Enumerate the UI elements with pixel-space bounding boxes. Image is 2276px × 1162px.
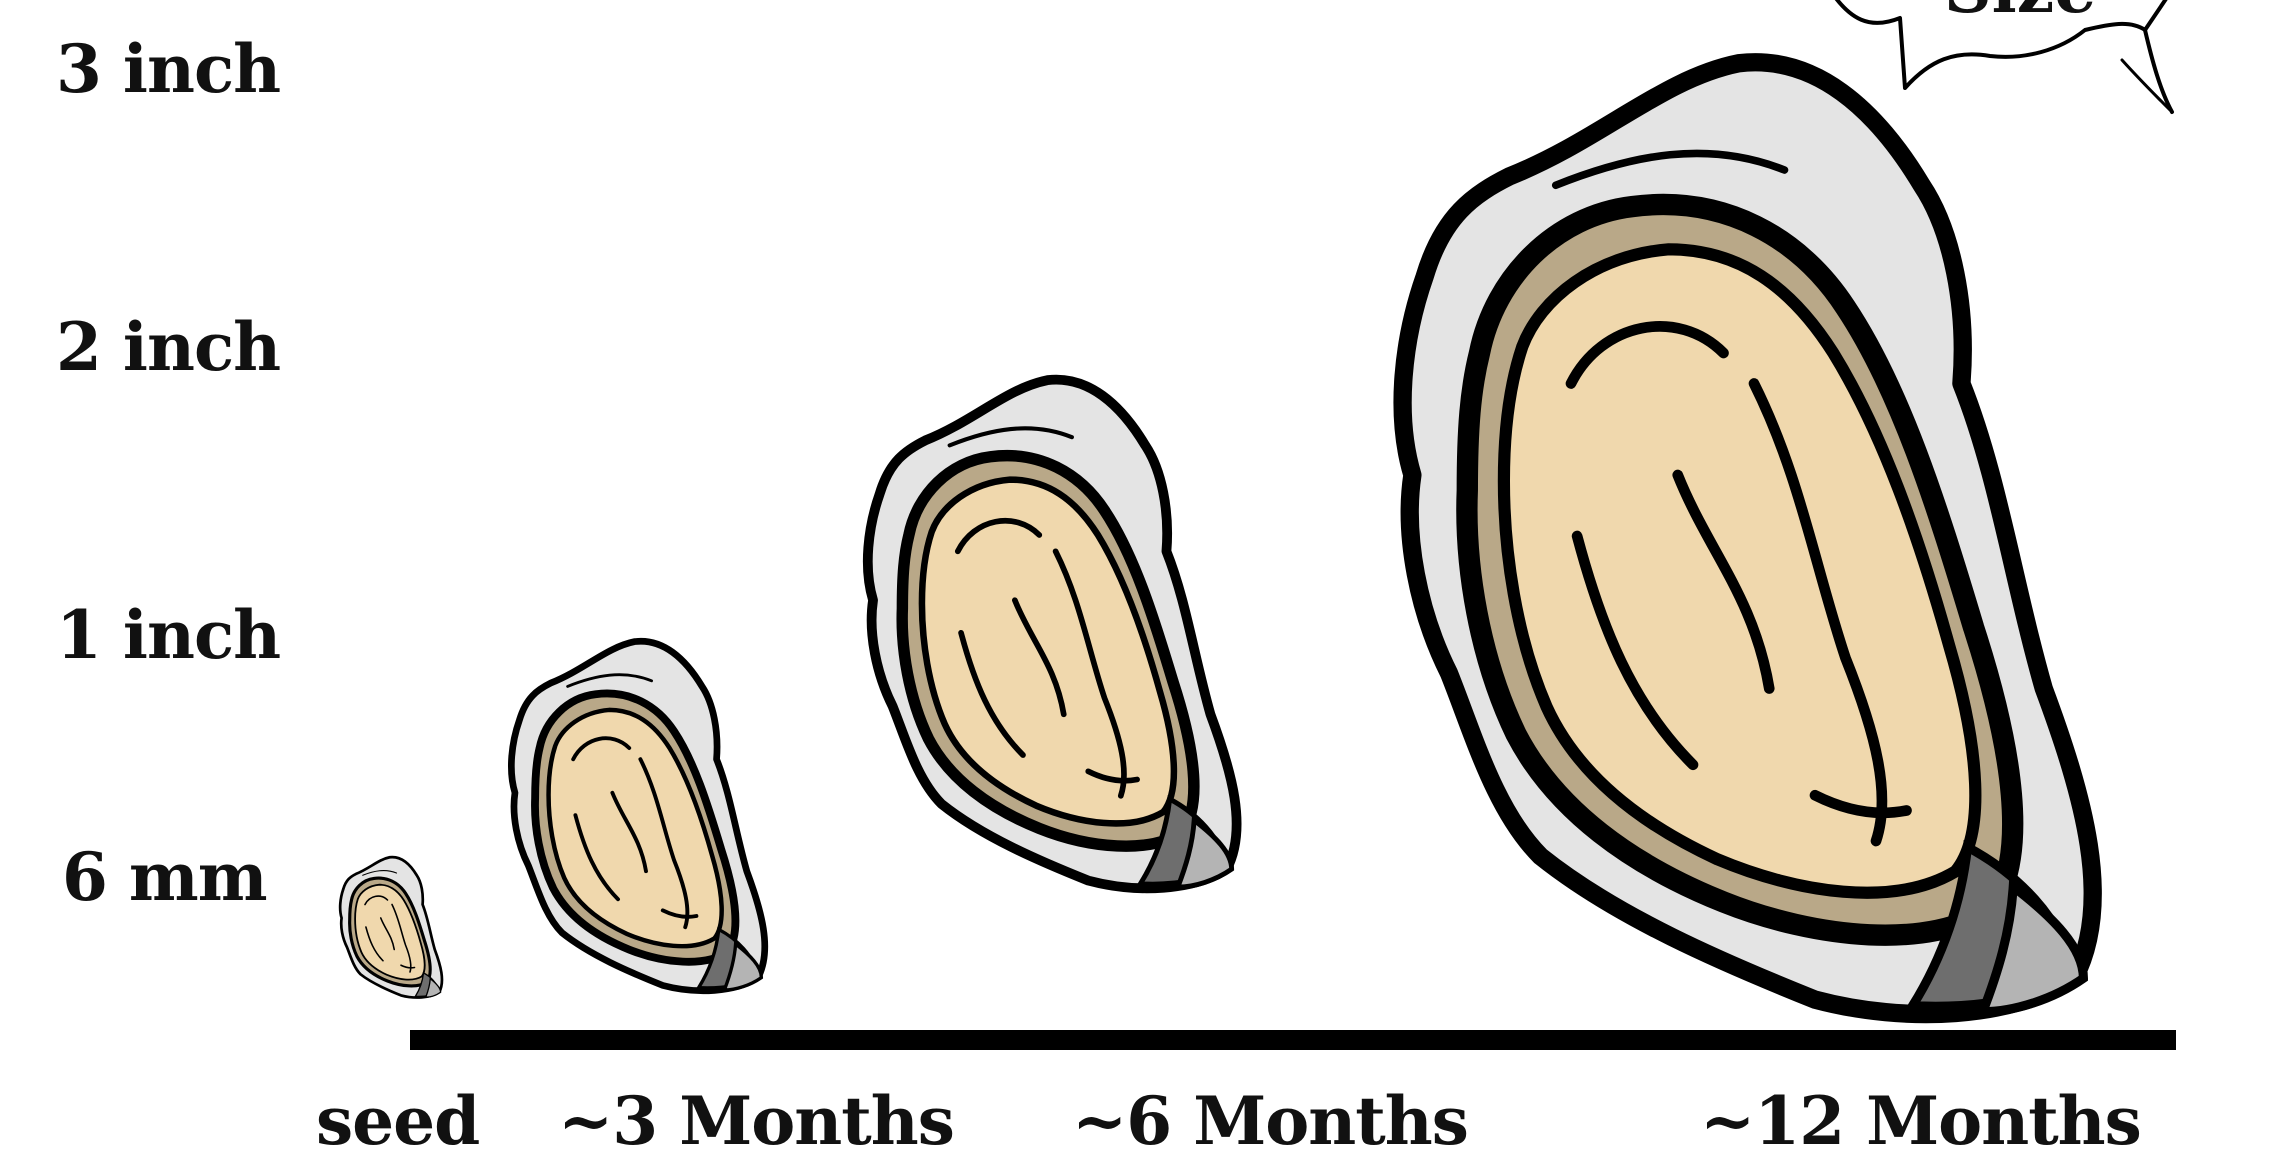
baseline-bar <box>410 1030 2176 1050</box>
x-label-6-months: ~6 Months <box>1072 1082 1468 1160</box>
x-label-12-months: ~12 Months <box>1700 1082 2141 1160</box>
y-label-1-inch: 1 inch <box>56 596 280 674</box>
oyster-3-months-icon <box>511 641 764 991</box>
y-label-6-mm: 6 mm <box>62 838 267 916</box>
x-label-3-months: ~3 Months <box>558 1082 954 1160</box>
y-label-3-inch: 3 inch <box>56 30 280 108</box>
callout-text: Size <box>1944 0 2096 28</box>
oyster-seed-icon <box>340 857 442 997</box>
oyster-6-months-icon <box>868 380 1237 889</box>
x-label-seed: seed <box>316 1082 479 1160</box>
oyster-12-months-icon <box>1403 62 2093 1014</box>
y-label-2-inch: 2 inch <box>56 308 280 386</box>
